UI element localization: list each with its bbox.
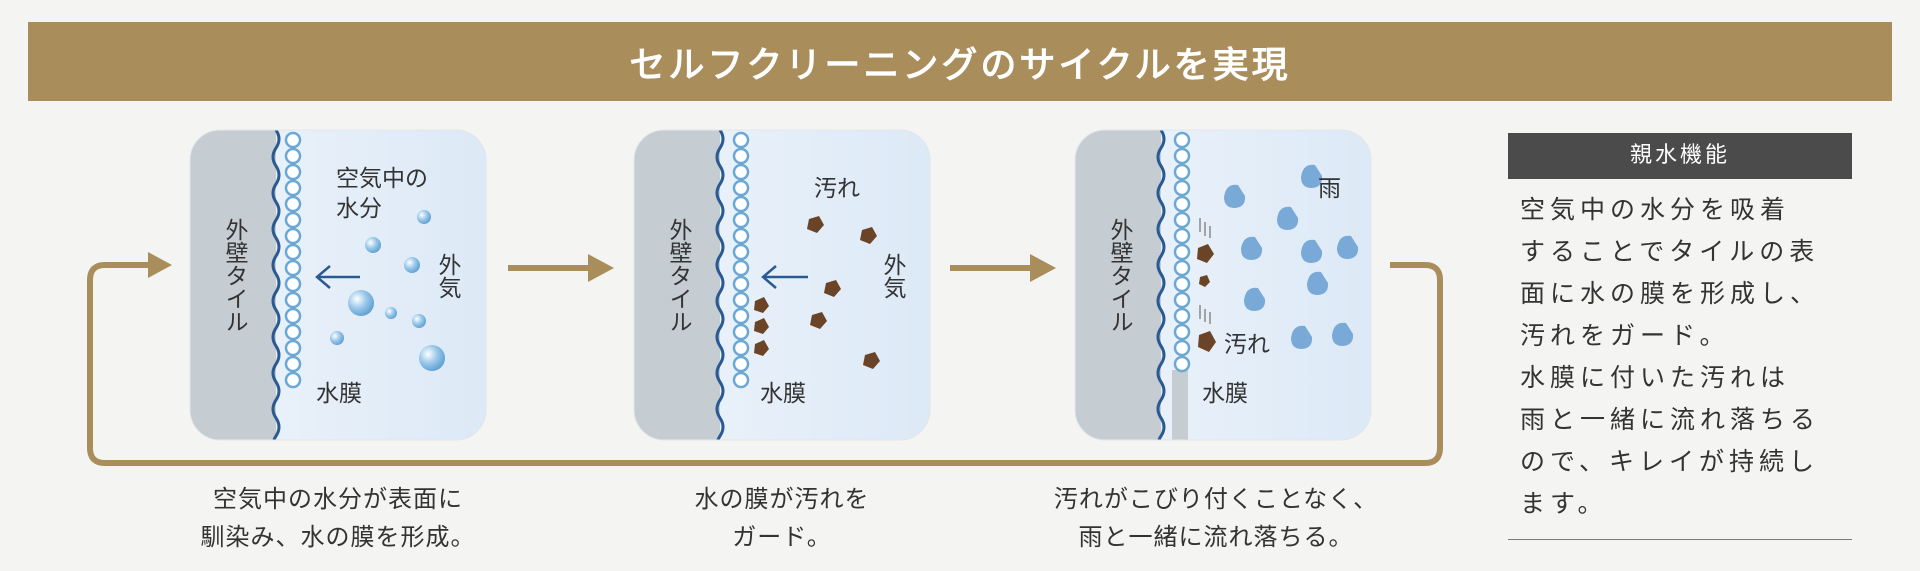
panel-3-rain-label: 雨 <box>1318 176 1341 202</box>
sidebar-body: 空気中の水分を吸着 することでタイルの表 面に水の膜を形成し、 汚れをガード。 … <box>1508 179 1852 540</box>
water-film-bubbles <box>732 131 750 389</box>
loop-arrow-head <box>148 252 172 278</box>
panel-1-wall-label: 外壁タイル <box>221 218 249 333</box>
caption-3-line-2: 雨と一緒に流れ落ちる。 <box>1078 523 1354 551</box>
moisture-arrow <box>761 265 808 289</box>
page-title: セルフクリーニングのサイクルを実現 <box>629 44 1291 86</box>
wall-tile <box>1075 130 1161 440</box>
sidebar-line: 空気中の水分を吸着 <box>1520 195 1791 224</box>
sidebar-line: ます。 <box>1520 489 1608 518</box>
panel-2-film-label: 水膜 <box>760 381 806 407</box>
panel-1-frame <box>189 129 487 441</box>
moisture-droplets <box>330 210 445 371</box>
sidebar-line: 面に水の膜を形成し、 <box>1520 279 1821 308</box>
panel-1 <box>190 130 486 440</box>
panel-3-film-label: 水膜 <box>1202 381 1248 407</box>
arrow-1-to-2 <box>508 254 614 282</box>
panel-1-film-label: 水膜 <box>316 381 362 407</box>
cycle-loop-line <box>87 262 1443 466</box>
sidebar-line: することでタイルの表 <box>1520 237 1820 266</box>
sidebar-line: 雨と一緒に流れ落ちる <box>1520 405 1821 434</box>
panel-2-dirt-label: 汚れ <box>814 176 860 202</box>
panel-1-outside-label: 外気 <box>434 253 462 299</box>
sidebar-line: ので、キレイが持続し <box>1520 447 1820 476</box>
caption-1-line-2: 馴染み、水の膜を形成。 <box>200 523 476 551</box>
panel-2 <box>634 130 930 440</box>
panel-3-wall-label: 外壁タイル <box>1106 218 1134 333</box>
panel-2-outside-label: 外気 <box>879 253 907 299</box>
sidebar-line: 汚れをガード。 <box>1520 321 1730 350</box>
hydrophilic-info-box: 親水機能 空気中の水分を吸着 することでタイルの表 面に水の膜を形成し、 汚れを… <box>1508 133 1852 540</box>
panel-1-moisture-label-2: 水分 <box>336 196 382 222</box>
caption-3-line-1: 汚れがこびり付くことなく、 <box>1053 485 1379 513</box>
panel-2-frame <box>633 129 931 441</box>
falling-dirt <box>1197 244 1216 352</box>
caption-1-line-1: 空気中の水分が表面に <box>213 485 463 513</box>
caption-2-line-1: 水の膜が汚れを <box>694 485 870 513</box>
sidebar-title: 親水機能 <box>1508 133 1852 179</box>
rain-drops <box>1224 164 1359 349</box>
caption-2: 水の膜が汚れを ガード。 <box>572 480 992 556</box>
water-film-bubbles <box>284 131 302 389</box>
wall-tile <box>634 130 720 440</box>
moisture-arrow <box>315 265 360 289</box>
title-banner: セルフクリーニングのサイクルを実現 <box>28 22 1892 101</box>
wall-edge-wave <box>271 130 281 440</box>
tile-base-strip <box>1172 370 1188 440</box>
panel-2-wall-label: 外壁タイル <box>665 218 693 333</box>
wall-edge-wave <box>715 130 725 440</box>
water-film-bubbles <box>1173 131 1191 373</box>
wall-tile <box>190 130 276 440</box>
panel-3-dirt-label: 汚れ <box>1224 332 1270 358</box>
dirt-particles <box>754 216 880 369</box>
motion-lines <box>1199 218 1211 324</box>
sidebar-line: 水膜に付いた汚れは <box>1520 363 1791 392</box>
panel-3-frame <box>1074 129 1372 441</box>
caption-1: 空気中の水分が表面に 馴染み、水の膜を形成。 <box>128 480 548 556</box>
wall-edge-wave <box>1156 130 1166 440</box>
arrow-2-to-3 <box>950 254 1056 282</box>
panel-3 <box>1075 130 1371 440</box>
caption-3: 汚れがこびり付くことなく、 雨と一緒に流れ落ちる。 <box>1006 480 1426 556</box>
panel-1-moisture-label-1: 空気中の <box>336 166 428 192</box>
caption-2-line-2: ガード。 <box>732 523 832 551</box>
